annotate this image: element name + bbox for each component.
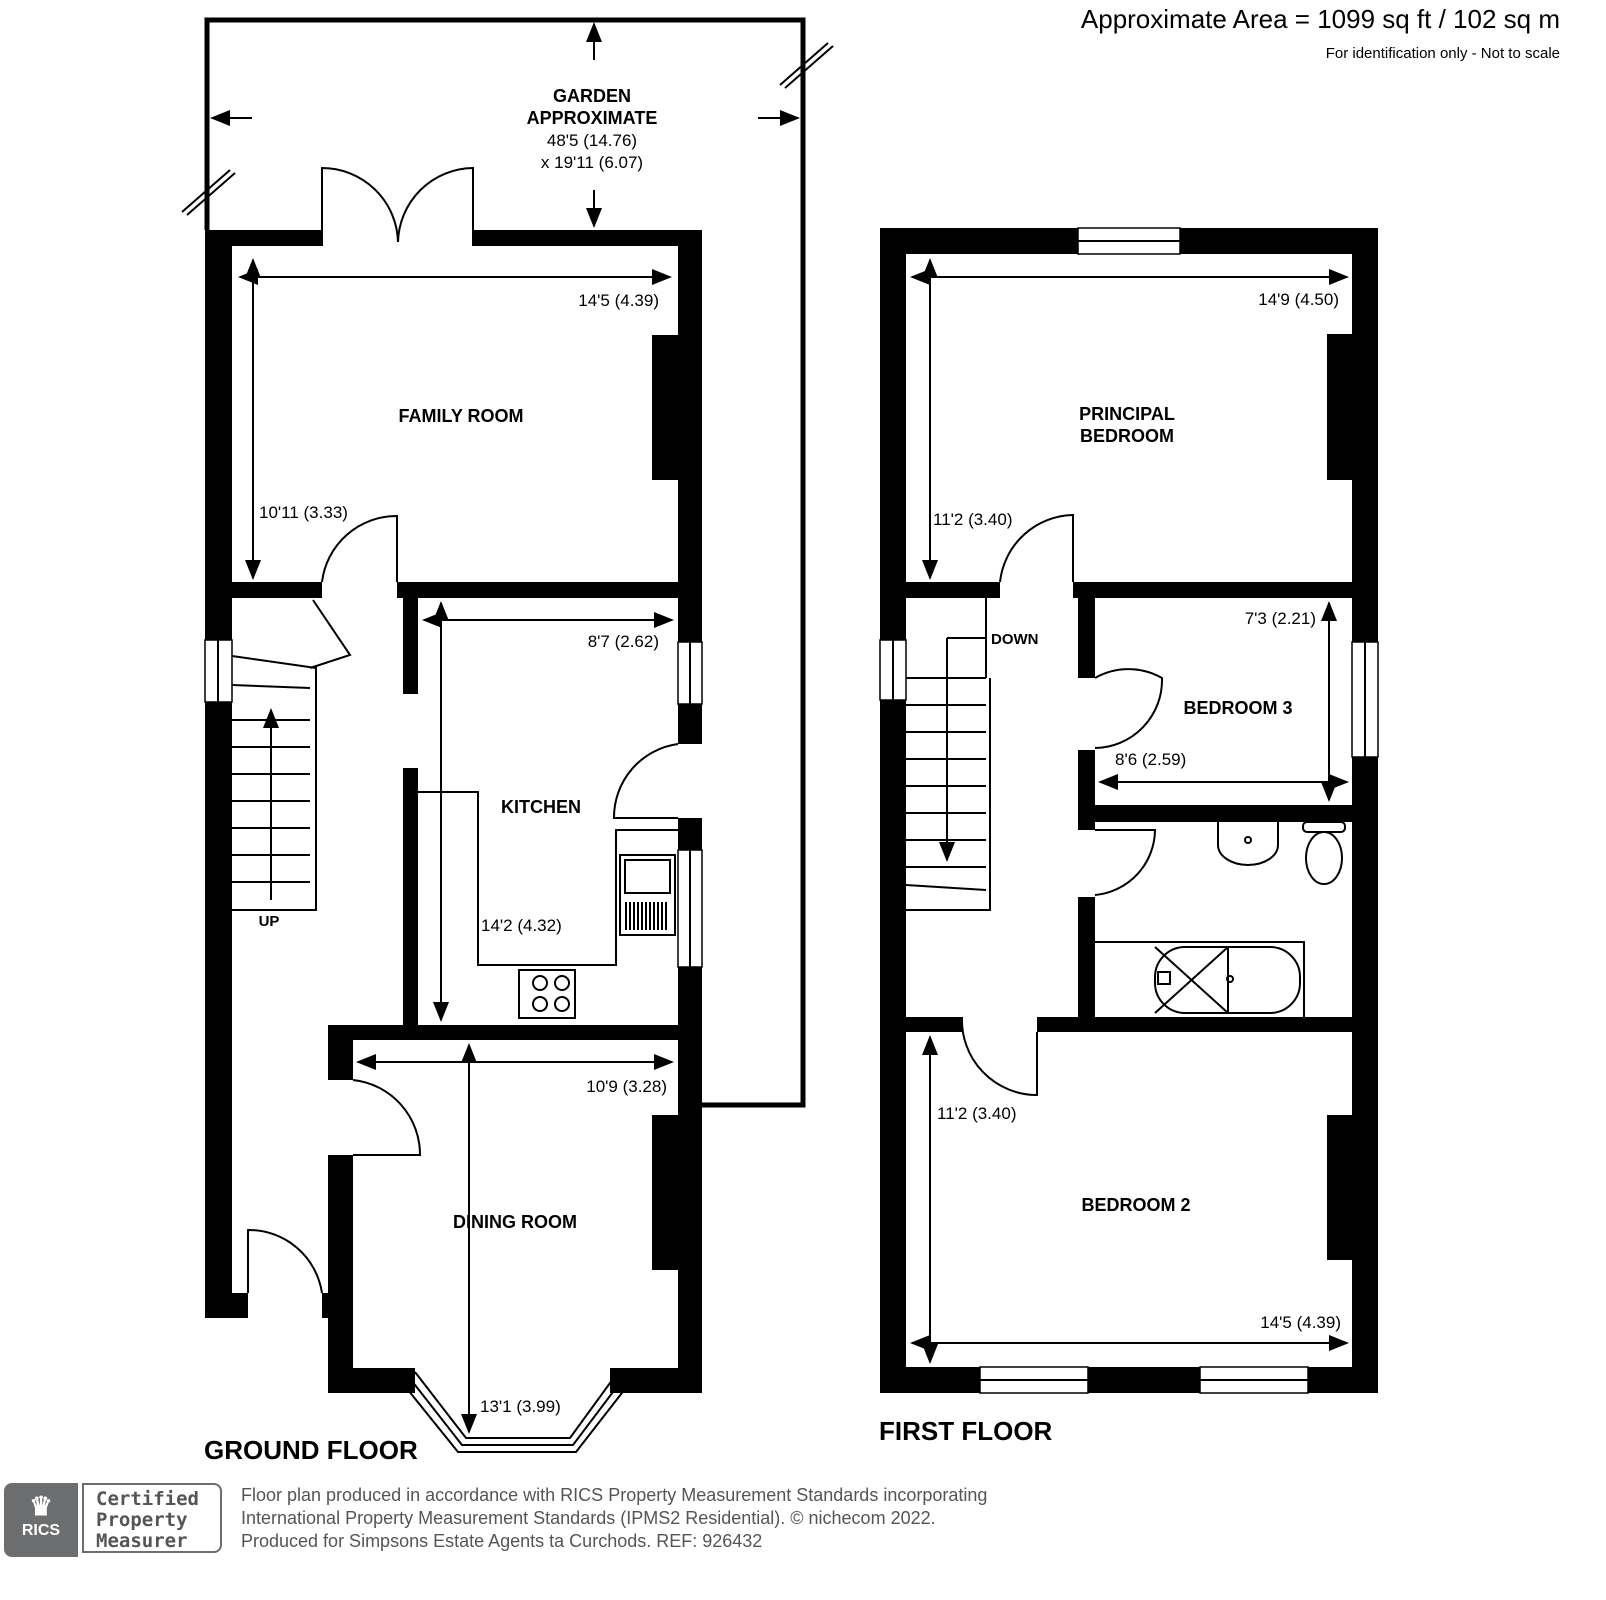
principal-bedroom-depth: 11'2 (3.40) bbox=[933, 510, 1012, 529]
garden-label: GARDEN bbox=[553, 86, 631, 106]
garden-dim-length: 48'5 (14.76) bbox=[547, 131, 637, 150]
bay-window bbox=[399, 1371, 633, 1453]
kitchen-width: 8'7 (2.62) bbox=[588, 632, 659, 651]
footer-text: Floor plan produced in accordance with R… bbox=[241, 1484, 987, 1553]
principal-bedroom-label: PRINCIPAL bbox=[1079, 404, 1175, 424]
basin-icon bbox=[1217, 822, 1279, 866]
ground-floor-plan: GARDEN APPROXIMATE 48'5 (14.76) x 19'11 … bbox=[181, 17, 834, 1465]
ground-walls bbox=[205, 230, 702, 1393]
bedroom2-label: BEDROOM 2 bbox=[1081, 1195, 1190, 1215]
rics-logo-text: RICS bbox=[21, 1522, 61, 1539]
stairs-down-label: DOWN bbox=[991, 631, 1039, 648]
badge-line-2: Property bbox=[96, 1509, 188, 1531]
toilet-cistern-icon bbox=[1302, 821, 1346, 833]
ground-stairs bbox=[231, 655, 317, 911]
toilet-icon bbox=[1305, 831, 1343, 885]
kitchen-label: KITCHEN bbox=[501, 797, 581, 817]
footer-line-2: International Property Measurement Stand… bbox=[241, 1508, 936, 1528]
family-room-width: 14'5 (4.39) bbox=[578, 291, 659, 310]
approximate-area: Approximate Area = 1099 sq ft / 102 sq m bbox=[1080, 4, 1560, 34]
first-stairs bbox=[905, 598, 991, 911]
garden-label-approx: APPROXIMATE bbox=[527, 108, 658, 128]
first-floor-plan: PRINCIPAL BEDROOM 14'9 (4.50) 11'2 (3.40… bbox=[879, 227, 1379, 1446]
garden-boundary bbox=[204, 17, 806, 1108]
stairs-up-label: UP bbox=[259, 913, 280, 930]
footer-line-3: Produced for Simpsons Estate Agents ta C… bbox=[241, 1531, 763, 1551]
dining-room-depth: 13'1 (3.99) bbox=[480, 1397, 561, 1416]
dining-room-label: DINING ROOM bbox=[453, 1212, 577, 1232]
kitchen-depth: 14'2 (4.32) bbox=[481, 916, 562, 935]
dining-room-width: 10'9 (3.28) bbox=[586, 1077, 667, 1096]
bedroom2-depth: 11'2 (3.40) bbox=[937, 1104, 1016, 1123]
family-room-depth: 10'11 (3.33) bbox=[259, 503, 348, 522]
bedroom3-depth: 7'3 (2.21) bbox=[1245, 609, 1316, 628]
bedroom3-label: BEDROOM 3 bbox=[1183, 698, 1292, 718]
family-room-label: FAMILY ROOM bbox=[398, 406, 523, 426]
lion-icon: ♛ bbox=[29, 1491, 53, 1521]
first-floor-title: FIRST FLOOR bbox=[879, 1416, 1053, 1446]
bedroom2-width: 14'5 (4.39) bbox=[1260, 1313, 1341, 1332]
principal-bedroom-label-2: BEDROOM bbox=[1080, 426, 1174, 446]
certified-property-measurer-badge: Certified Property Measurer bbox=[82, 1483, 222, 1553]
badge-line-3: Measurer bbox=[96, 1530, 188, 1552]
garden-dim-width: x 19'11 (6.07) bbox=[541, 153, 643, 172]
bedroom3-width: 8'6 (2.59) bbox=[1115, 750, 1186, 769]
principal-bedroom-width: 14'9 (4.50) bbox=[1258, 290, 1339, 309]
footer-line-1: Floor plan produced in accordance with R… bbox=[241, 1485, 988, 1505]
ground-floor-title: GROUND FLOOR bbox=[204, 1435, 418, 1465]
first-walls bbox=[880, 228, 1378, 1393]
identification-note: For identification only - Not to scale bbox=[1325, 45, 1560, 62]
badge-line-1: Certified bbox=[96, 1488, 199, 1510]
rics-logo: ♛ RICS bbox=[4, 1483, 78, 1557]
